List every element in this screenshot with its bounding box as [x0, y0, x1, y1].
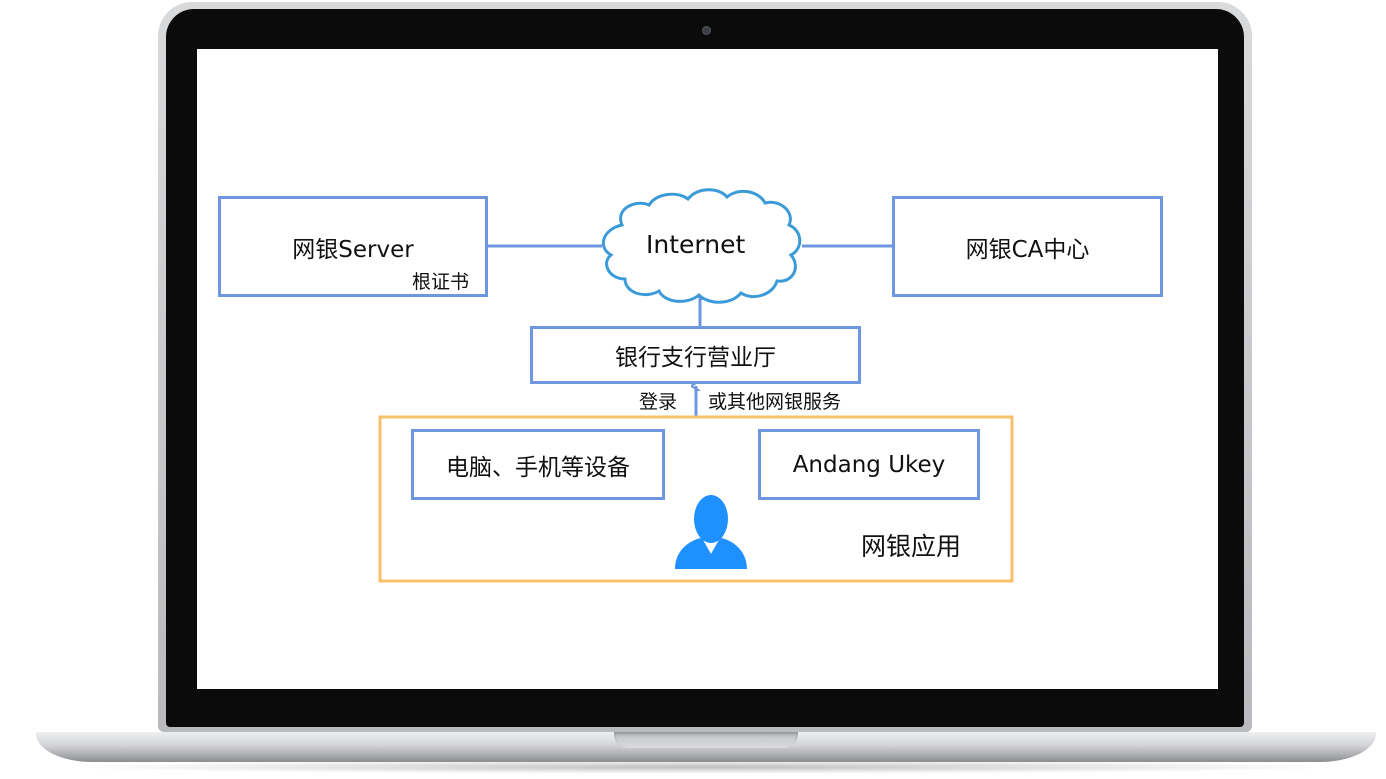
ca-center-label: 网银CA中心 [965, 236, 1090, 263]
laptop-screen: 网银Server 根证书 Internet 网银CA中心 银行支行营业厅 登录 … [197, 49, 1218, 689]
app-group-caption: 网银应用 [861, 532, 962, 561]
bank-branch-label: 银行支行营业厅 [615, 345, 776, 371]
device-label: 电脑、手机等设备 [446, 454, 630, 481]
device-box: 电脑、手机等设备 [411, 429, 665, 500]
diagram-connectors [378, 188, 1014, 583]
server-box: 网银Server [218, 196, 488, 297]
other-services-label: 或其他网银服务 [708, 391, 842, 413]
server-title: 网银Server [292, 236, 414, 263]
app-group-frame [378, 415, 1014, 583]
cloud-icon [601, 188, 802, 304]
ukey-label: Andang Ukey [792, 451, 946, 478]
camera-icon [702, 26, 711, 35]
laptop-base-notch [614, 732, 798, 748]
login-label: 登录 [639, 391, 678, 413]
laptop-shadow [60, 760, 1350, 774]
user-icon [675, 495, 747, 569]
server-root-cert-label: 根证书 [412, 271, 470, 293]
ca-center-box: 网银CA中心 [892, 196, 1163, 297]
internet-label: Internet [646, 230, 746, 259]
ukey-box: Andang Ukey [758, 429, 980, 500]
bank-branch-box: 银行支行营业厅 [530, 326, 861, 384]
